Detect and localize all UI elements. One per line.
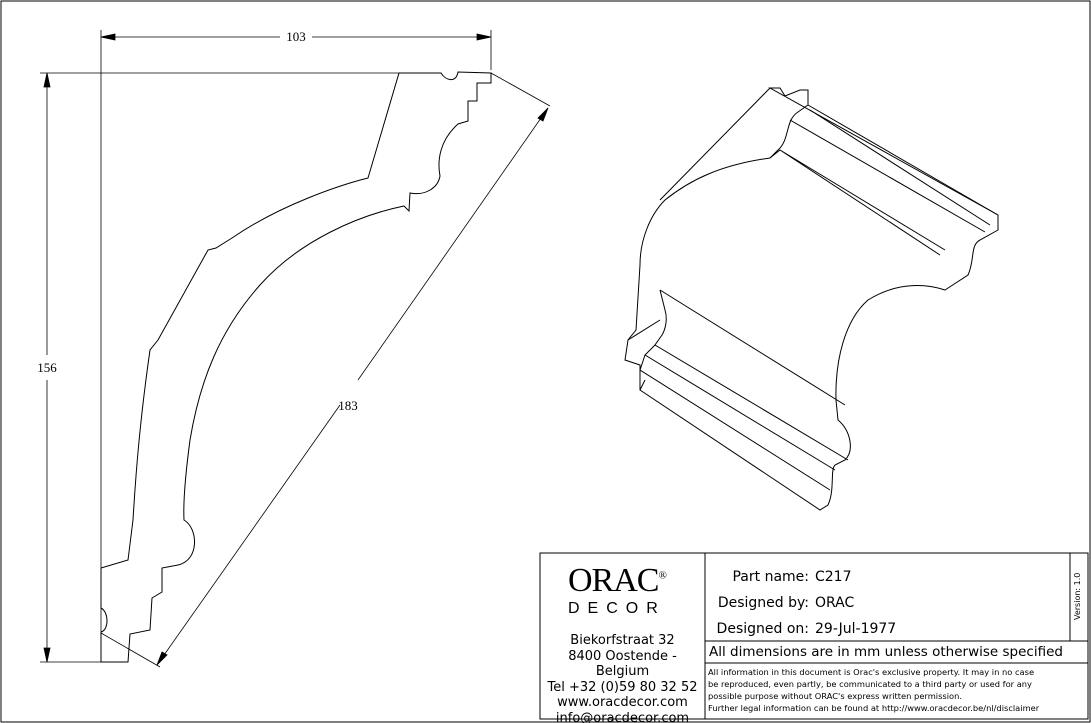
legal-line: possible purpose without ORAC's express … [708, 691, 963, 701]
designed-by-label: Designed by: [717, 595, 809, 611]
height-dimension-label: 156 [37, 360, 57, 375]
legal-notice: All information in this document is Orac… [708, 666, 1039, 714]
address-website[interactable]: www.oracdecor.com [557, 695, 688, 710]
part-name-label: Part name: [732, 569, 809, 585]
profile-section [100, 71, 492, 663]
legal-line: be reproduced, even partly, be communica… [708, 679, 1032, 689]
orac-logo: ORAC® [568, 562, 667, 600]
address-phone: Tel +32 (0)59 80 32 52 [547, 679, 698, 695]
legal-line: Further legal information can be found a… [708, 703, 1040, 713]
units-note: All dimensions are in mm unless otherwis… [709, 644, 1063, 660]
legal-line: All information in this document is Orac… [708, 667, 1035, 677]
registered-mark: ® [658, 569, 666, 582]
designed-by-value: ORAC [815, 595, 855, 611]
title-block-frame [539, 552, 1089, 720]
diagonal-dimension-label: 183 [338, 398, 358, 413]
address-street: Biekorfstraat 32 [570, 633, 675, 648]
height-dimension [40, 72, 399, 663]
part-name-value: C217 [815, 569, 852, 585]
designed-on-label: Designed on: [716, 621, 809, 637]
logo-text: ORAC [568, 562, 659, 599]
version-label: Version: 1.0 [1073, 572, 1082, 620]
logo-subtext: DECOR [568, 600, 666, 617]
designed-on-value: 29-Jul-1977 [815, 621, 897, 637]
diagonal-dimension [100, 72, 551, 668]
width-dimension-label: 103 [286, 29, 306, 44]
width-dimension [100, 30, 492, 662]
isometric-view [624, 87, 999, 511]
field-labels: Part name: Designed by: Designed on: [705, 564, 809, 642]
field-values: C217 ORAC 29-Jul-1977 [815, 564, 896, 642]
address-city: 8400 Oostende - Belgium [568, 648, 677, 680]
address-email[interactable]: info@oracdecor.com [555, 710, 690, 723]
company-address: Biekorfstraat 32 8400 Oostende - Belgium… [540, 633, 705, 723]
